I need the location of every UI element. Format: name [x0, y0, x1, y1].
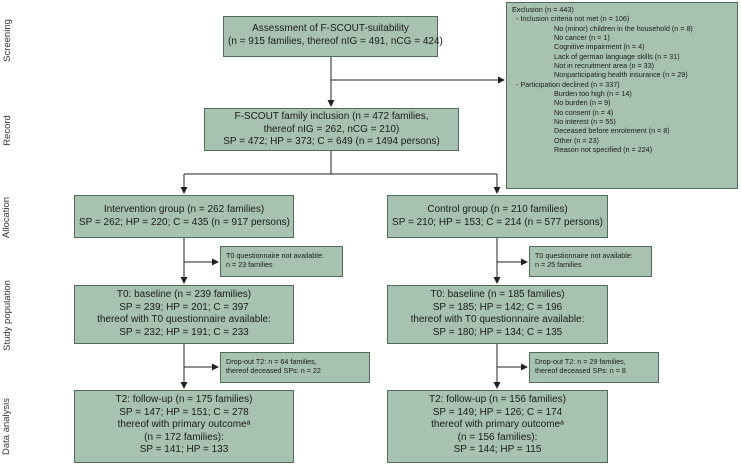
- exclusion-declined-item: Deceased before enrolement (n = 8): [554, 126, 670, 136]
- control-dropout-line-2: thereof deceased SPs: n = 8: [535, 366, 626, 376]
- exclusion-declined-item: No consent (n = 4): [554, 107, 614, 117]
- stage-screening: Screening: [1, 18, 13, 62]
- inclusion-line-3: SP = 472; HP = 373; C = 649 (n = 1494 pe…: [223, 136, 440, 148]
- intervention-followup-subtitle-n: (n = 172 families):: [144, 431, 224, 443]
- exclusion-criteria-item: No (minor) children in the household (n …: [554, 23, 693, 33]
- exclusion-declined-item: No interest (n = 55): [554, 117, 616, 127]
- stage-allocation: Allocation: [1, 196, 13, 239]
- control-group-counts: SP = 210; HP = 153; C = 214 (n = 577 per…: [392, 216, 603, 228]
- exclusion-box: Exclusion (n = 443) - Inclusion criteria…: [506, 2, 738, 189]
- stage-data-analysis: Data analysis: [1, 397, 13, 455]
- intervention-baseline-box: T0: baseline (n = 239 families) SP = 239…: [74, 285, 294, 344]
- intervention-followup-title: T2: follow-up (n = 175 families): [115, 394, 253, 405]
- exclusion-criteria-item: No cancer (n = 1): [554, 33, 610, 43]
- intervention-t0-missing-line-2: n = 23 families: [226, 260, 273, 270]
- exclusion-criteria-item: Cognitive impairment (n = 4): [554, 42, 645, 52]
- intervention-followup-counts: SP = 147; HP = 151; C = 278: [119, 406, 249, 418]
- exclusion-criteria-item: Lack of german language skills (n = 31): [554, 51, 680, 61]
- stage-record: Record: [1, 114, 13, 146]
- control-t0-missing-line-1: T0 questionnaire not available:: [535, 251, 633, 260]
- intervention-baseline-subcounts: SP = 232; HP = 191; C = 233: [119, 326, 249, 338]
- exclusion-declined-item: Burden too high (n = 14): [554, 89, 632, 99]
- assessment-title: Assessment of F-SCOUT-suitability: [252, 23, 409, 34]
- intervention-group-box: Intervention group (n = 262 families) SP…: [74, 195, 294, 238]
- exclusion-criteria-item: Nonparticipating health insurance (n = 2…: [554, 70, 688, 80]
- control-followup-subcounts: SP = 144; HP = 115: [453, 444, 542, 456]
- control-baseline-counts: SP = 185; HP = 142; C = 196: [432, 301, 563, 313]
- intervention-followup-subtitle: thereof with primary outcomeᵃ: [117, 419, 251, 431]
- intervention-followup-box: T2: follow-up (n = 175 families) SP = 14…: [74, 390, 294, 463]
- intervention-dropout-line-2: thereof deceased SPs: n = 22: [226, 366, 321, 376]
- control-baseline-title: T0: baseline (n = 185 families): [430, 289, 565, 300]
- intervention-dropout-line-1: Drop-out T2: n = 64 families,: [226, 357, 317, 366]
- control-baseline-box: T0: baseline (n = 185 families) SP = 185…: [387, 285, 608, 344]
- control-baseline-subtitle: thereof with T0 questionnaire available:: [410, 314, 585, 326]
- exclusion-declined-item: Reason not specified (n = 224): [554, 145, 653, 155]
- control-followup-box: T2: follow-up (n = 156 families) SP = 14…: [387, 390, 608, 463]
- assessment-counts: (n = 915 families, thereof nIG = 491, nC…: [228, 35, 443, 47]
- control-t0-missing-line-2: n = 25 families: [535, 260, 582, 270]
- intervention-group-title: Intervention group (n = 262 families): [103, 204, 265, 215]
- exclusion-declined-item: No burden (n = 9): [554, 98, 611, 108]
- exclusion-declined-header: - Participation declined (n = 337): [516, 79, 620, 89]
- control-followup-subtitle-n: (n = 156 families):: [457, 431, 538, 443]
- control-t0-missing-box: T0 questionnaire not available: n = 25 f…: [529, 246, 652, 277]
- exclusion-criteria-item: Not in recruitment area (n = 33): [554, 61, 655, 71]
- inclusion-box: F-SCOUT family inclusion (n = 472 famili…: [204, 108, 459, 151]
- assessment-box: Assessment of F-SCOUT-suitability (n = 9…: [223, 16, 443, 57]
- intervention-t0-missing-box: T0 questionnaire not available: n = 23 f…: [220, 246, 343, 277]
- stage-study-population: Study population: [1, 279, 13, 351]
- control-group-title: Control group (n = 210 families): [427, 204, 568, 215]
- control-followup-subtitle: thereof with primary outcomeᵃ: [431, 419, 564, 431]
- exclusion-title: Exclusion (n = 443): [512, 5, 574, 14]
- inclusion-line-1: F-SCOUT family inclusion (n = 472 famili…: [234, 111, 429, 122]
- intervention-group-counts: SP = 262; HP = 220; C = 435 (n = 917 per…: [79, 216, 290, 228]
- intervention-followup-subcounts: SP = 141; HP = 133: [139, 444, 229, 456]
- exclusion-criteria-header: - Inclusion criteria not met (n = 106): [516, 14, 630, 24]
- control-dropout-box: Drop-out T2: n = 29 families, thereof de…: [529, 352, 659, 383]
- control-followup-title: T2: follow-up (n = 156 families): [428, 394, 566, 405]
- inclusion-line-2: thereof nIG = 262, nCG = 210): [263, 123, 400, 135]
- intervention-baseline-title: T0: baseline (n = 239 families): [116, 289, 252, 300]
- control-dropout-line-1: Drop-out T2: n = 29 families,: [535, 357, 626, 366]
- exclusion-declined-item: Other (n = 23): [554, 135, 599, 145]
- intervention-t0-missing-line-1: T0 questionnaire not available:: [226, 251, 324, 260]
- intervention-baseline-counts: SP = 239; HP = 201; C = 397: [119, 301, 249, 313]
- control-group-box: Control group (n = 210 families) SP = 21…: [387, 195, 608, 238]
- intervention-dropout-box: Drop-out T2: n = 64 families, thereof de…: [220, 352, 370, 383]
- control-followup-counts: SP = 149; HP = 126; C = 174: [432, 406, 563, 418]
- intervention-baseline-subtitle: thereof with T0 questionnaire available:: [97, 314, 271, 326]
- control-baseline-subcounts: SP = 180; HP = 134; C = 135: [432, 326, 563, 338]
